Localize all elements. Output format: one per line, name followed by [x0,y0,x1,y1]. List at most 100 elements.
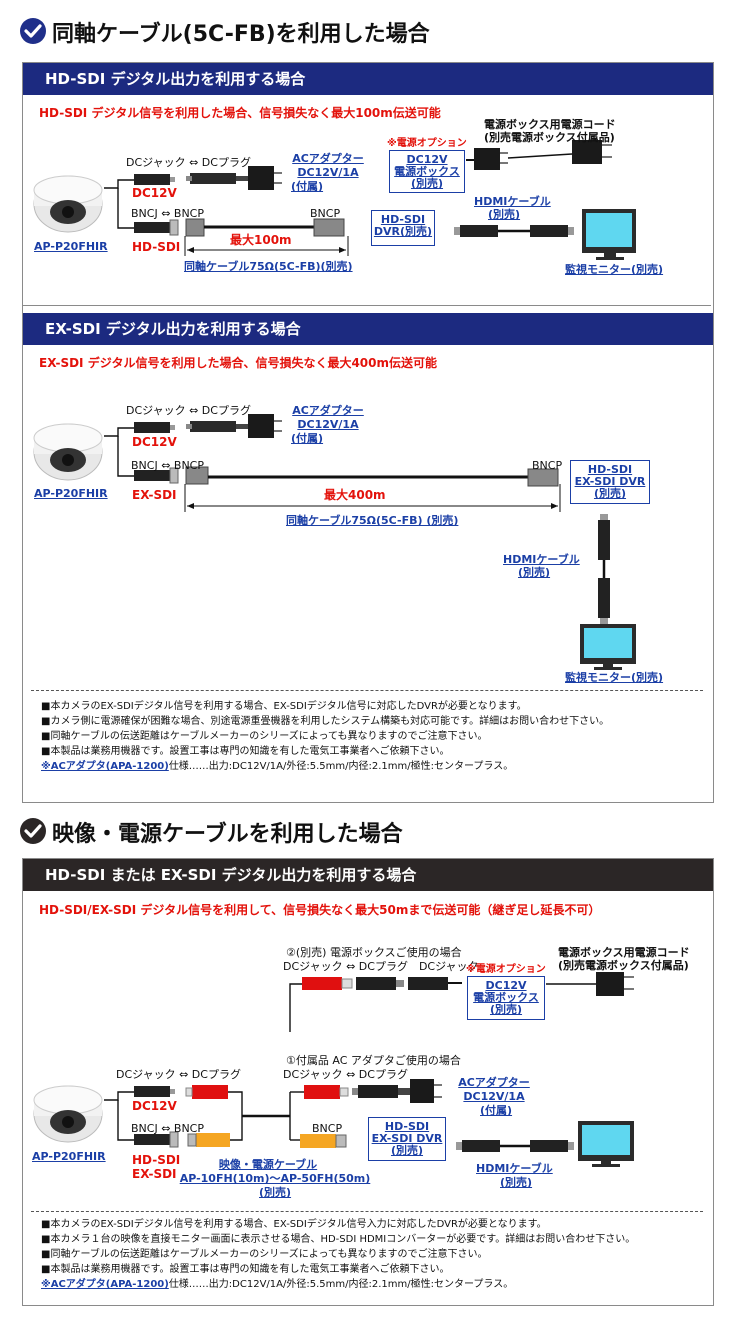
monitor-link[interactable]: 監視モニター(別売) [565,263,664,276]
power-box-voltage: DC12V [485,979,527,992]
ac-adapter-icon [248,166,274,190]
dvr-type: HD-SDI [587,463,633,476]
bnc-jack-icon [134,222,170,233]
max-distance-label: 最大400m [324,488,386,502]
video-power-cable-sold: (別売) [259,1186,292,1199]
dvr-sold: (別売) [593,487,627,500]
camera-icon [33,1085,103,1143]
section2-heading: 映像・電源ケーブルを利用した場合 [52,822,403,847]
power-cord-plug-icon [572,140,602,164]
dvr-card[interactable]: HD-SDI EX-SDI DVR (別売) [368,1117,446,1161]
option2-title: ②(別売) 電源ボックスご使用の場合 [286,946,462,959]
ac-adapter-link[interactable]: ACアダプター [292,152,364,165]
monitor-link[interactable]: 監視モニター(別売) [565,671,664,684]
hdmi-cable-icon [462,1140,500,1152]
dvr-type: HD-SDI [380,213,426,226]
sdi-label-hd: HD-SDI [132,1153,181,1167]
ac-adapter-spec: DC12V/1A [463,1090,525,1103]
dvr-name: DVR(別売) [373,225,433,238]
section1-heading: 同軸ケーブル(5C-FB)を利用した場合 [52,22,430,47]
hdmi-cable-sold: (別売) [518,566,551,579]
dvr-card[interactable]: HD-SDI EX-SDI DVR (別売) [570,460,650,504]
section1-notes: ■本カメラのEX-SDIデジタル信号を利用する場合、EX-SDIデジタル信号に対… [41,699,609,774]
camera-model-link[interactable]: AP-P20FHIR [34,487,108,500]
dvr-card[interactable]: HD-SDI DVR(別売) [371,210,435,246]
option1-connectors: DCジャック ⇔ DCプラグ [283,1068,408,1081]
sdi-label: HD-SDI [132,240,181,254]
power-box-card[interactable]: DC12V 電源ボックス (別売) [467,976,545,1020]
dvr-name: EX-SDI DVR [371,1132,443,1145]
ac-adapter-link[interactable]: ACアダプター [292,404,364,417]
ac-adapter-spec: DC12V/1A [297,166,359,179]
video-power-cable-models: AP-10FH(10m)～AP-50FH(50m) [179,1172,371,1185]
power-box-sold: (別売) [410,177,444,190]
video-power-cable-link[interactable]: 映像・電源ケーブル [218,1158,318,1171]
ac-note-link[interactable]: ※ACアダプタ(APA-1200) [41,761,169,772]
hdmi-cable-sold: (別売) [488,208,521,221]
camera-icon [33,423,103,481]
red-dc-plug-icon [304,1085,340,1099]
power-option-label: ※電源オプション [466,964,546,975]
dc-jack-icon [134,174,170,185]
hdmi-cable-link[interactable]: HDMIケーブル [474,195,551,208]
dc-connector-label: DCジャック ⇔ DCプラグ [126,156,251,169]
section2-notes: ■本カメラのEX-SDIデジタル信号を利用する場合、EX-SDIデジタル信号入力… [41,1217,635,1292]
ac-note-link[interactable]: ※ACアダプタ(APA-1200) [41,1279,169,1290]
note-line: ■本製品は業務用機器です。設置工事は専門の知識を有した電気工事業者へご依頼下さい… [41,746,450,757]
note-line: ■本製品は業務用機器です。設置工事は専門の知識を有した電気工事業者へご依頼下さい… [41,1264,450,1275]
dc-plug-icon [190,421,236,432]
sdi-label-ex: EX-SDI [132,1167,177,1181]
ac-note-line: ※ACアダプタ(APA-1200)仕様……出力:DC12V/1A/外径:5.5m… [41,761,514,772]
ac-adapter-link[interactable]: ACアダプター [458,1076,530,1089]
yellow-bnc-plug-icon [196,1133,230,1147]
power-box-card[interactable]: DC12V 電源ボックス (別売) [389,150,465,193]
yellow-bnc-plug-icon [300,1134,336,1148]
coax-cable-link[interactable]: 同軸ケーブル75Ω(5C-FB) (別売) [286,514,459,527]
section2-bar: HD-SDI または EX-SDI デジタル出力を利用する場合 [23,859,713,891]
option2-connectors: DCジャック ⇔ DCプラグ DCジャック [283,960,479,973]
dc-jack-icon [134,1086,170,1097]
note-line: ■カメラ側に電源確保が困難な場合、別途電源重畳機器を利用したシステム構築も対応可… [41,716,610,727]
hdmi-cable-link[interactable]: HDMIケーブル [476,1162,553,1175]
hdmi-cable-icon [460,225,498,237]
dc-jack-icon [408,977,448,990]
option1-title: ①付属品 AC アダプタご使用の場合 [286,1054,461,1067]
power-cord-sub: (別売電源ボックス付属品) [558,959,689,972]
power-box-name: 電源ボックス [394,165,460,178]
camera-model-link[interactable]: AP-P20FHIR [32,1150,106,1163]
bncp-right-icon [313,218,345,237]
camera-model-link[interactable]: AP-P20FHIR [34,240,108,253]
bncp-right-icon [527,468,559,487]
check-badge-icon [20,818,46,844]
dc-plug-icon [190,173,236,184]
dc12v-label: DC12V [132,435,177,449]
power-cord-label: 電源ボックス用電源コード [484,118,616,131]
dc12v-label: DC12V [132,186,177,200]
monitor-icon [582,209,636,260]
ac-note-line: ※ACアダプタ(APA-1200)仕様……出力:DC12V/1A/外径:5.5m… [41,1279,514,1290]
power-option-label: ※電源オプション [387,138,467,149]
video-power-panel: HD-SDI または EX-SDI デジタル出力を利用する場合 HD-SDI/E… [22,858,714,1306]
ac-adapter-included: (付属) [480,1104,513,1117]
ac-adapter-included: (付属) [291,432,324,445]
coax-cable-link[interactable]: 同軸ケーブル75Ω(5C-FB)(別売) [184,260,353,273]
bnc-connector-label: BNCJ ⇔ BNCP [131,459,204,472]
ac-adapter-spec: DC12V/1A [297,418,359,431]
check-badge-icon [20,18,46,44]
bnc-jack-icon [134,470,170,481]
bncp-right-label: BNCP [532,459,563,472]
ac-adapter-icon [248,414,274,438]
max-distance-label: 最大100m [230,233,292,247]
notes-divider [31,690,703,691]
ex-sdi-bar: EX-SDI デジタル出力を利用する場合 [23,313,713,345]
hdmi-cable-link[interactable]: HDMIケーブル [503,553,580,566]
dc-plug-icon [358,1085,398,1098]
dc-jack-icon [134,422,170,433]
note-line: ■本カメラ１台の映像を直接モニター画面に表示させる場合、HD-SDI HDMIコ… [41,1234,636,1245]
bncp-right-label: BNCP [310,207,341,220]
hd-sdi-bar: HD-SDI デジタル出力を利用する場合 [23,63,713,95]
dvr-name: EX-SDI DVR [574,475,646,488]
power-cord-plug-icon [596,972,624,996]
notes-divider [31,1211,703,1212]
